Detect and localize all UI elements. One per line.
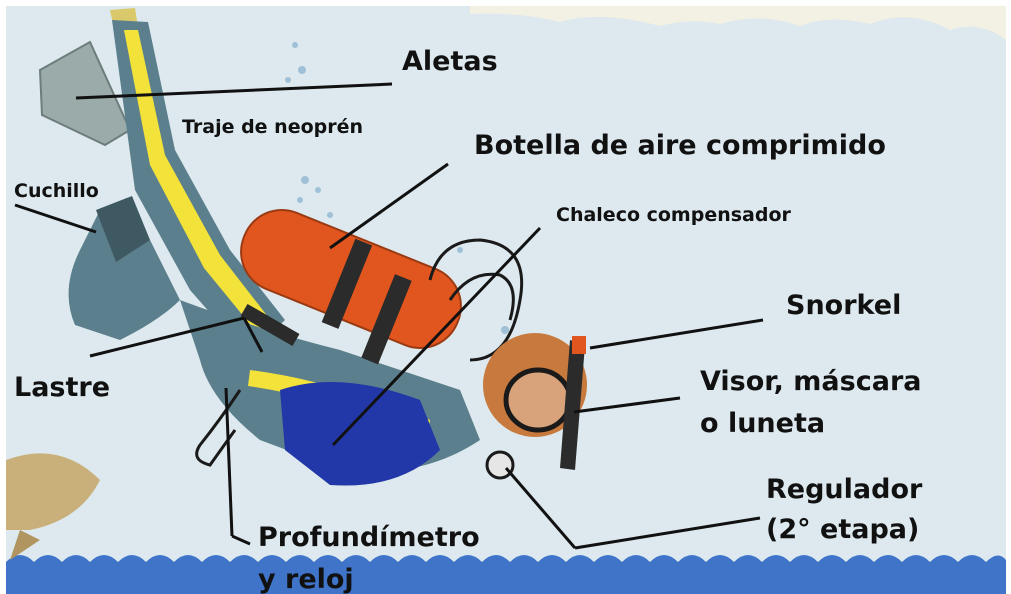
label-lastre: Lastre — [14, 374, 110, 401]
label-regulador-line1: Regulador — [766, 476, 922, 503]
label-regulador-line2: (2° etapa) — [766, 516, 919, 543]
label-profundimetro-line2: y reloj — [258, 566, 354, 594]
mask — [506, 370, 570, 430]
snorkel-top — [572, 336, 586, 354]
label-snorkel: Snorkel — [786, 292, 901, 319]
label-botella: Botella de aire comprimido — [474, 132, 886, 159]
label-visor-line1: Visor, máscara — [700, 368, 921, 395]
label-cuchillo: Cuchillo — [14, 182, 99, 201]
label-aletas: Aletas — [402, 48, 498, 75]
label-visor-line2: o luneta — [700, 410, 825, 437]
regulator — [487, 452, 513, 478]
label-traje-de-neopren: Traje de neoprén — [182, 118, 363, 137]
label-profundimetro-line1: Profundímetro — [258, 524, 480, 551]
label-chaleco: Chaleco compensador — [556, 206, 791, 225]
sea-band — [6, 555, 1006, 594]
